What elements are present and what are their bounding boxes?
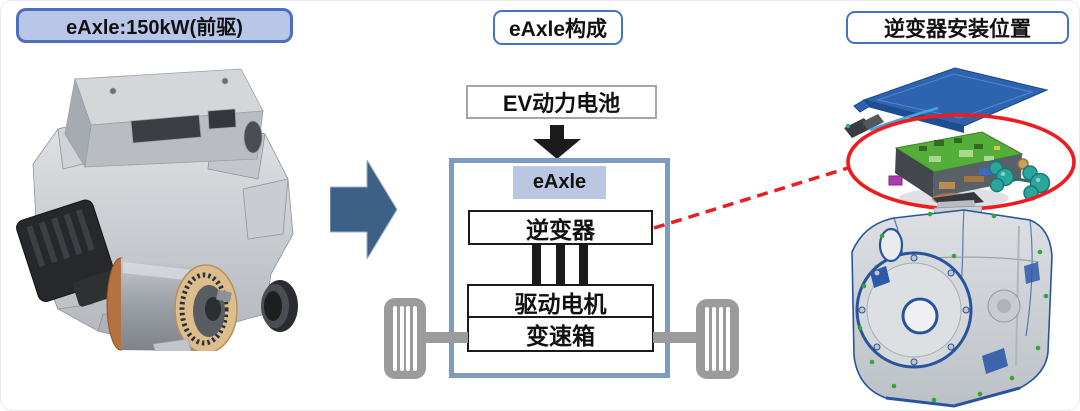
axle-shaft-left — [411, 332, 468, 343]
gear-shafts — [988, 158, 1051, 201]
blue-cover-plate — [853, 67, 1049, 133]
wheel-left-icon — [384, 298, 426, 379]
battery-box: EV动力电池 — [466, 85, 657, 119]
inverter-exploded-view — [844, 67, 1076, 408]
output-shaft-cap — [261, 280, 298, 332]
gearbox-housing — [851, 200, 1053, 408]
connector-block — [16, 199, 123, 307]
motor-box: 驱动电机 — [467, 284, 654, 319]
busbar-connector — [556, 245, 565, 284]
gearbox-box: 变速箱 — [467, 316, 654, 352]
harness-connectors — [844, 106, 939, 138]
wheel-right-icon — [696, 299, 739, 379]
bolt-dots — [857, 211, 1049, 403]
inverter-top-housing — [64, 68, 264, 169]
inverter-box: 逆变器 — [468, 210, 653, 245]
arrow-down-icon — [533, 125, 581, 159]
left-panel-label: eAxle:150kW(前驱) — [16, 8, 293, 43]
mount-bracket — [152, 338, 192, 351]
eaxle-container-box: eAxle 逆变器 驱动电机 变速箱 — [449, 158, 670, 378]
axle-shaft-right — [653, 332, 704, 343]
callout-dashed-line — [653, 166, 849, 230]
flow-arrow-right-icon — [330, 160, 397, 259]
eaxle-unit-photo — [16, 68, 298, 351]
busbar-connector — [532, 245, 541, 284]
right-panel-title: 逆变器安装位置 — [846, 11, 1069, 44]
center-panel-title: eAxle构成 — [493, 10, 623, 45]
eaxle-tag: eAxle — [513, 166, 606, 199]
motor-cylinder — [106, 257, 238, 351]
busbar-connector — [579, 245, 588, 284]
